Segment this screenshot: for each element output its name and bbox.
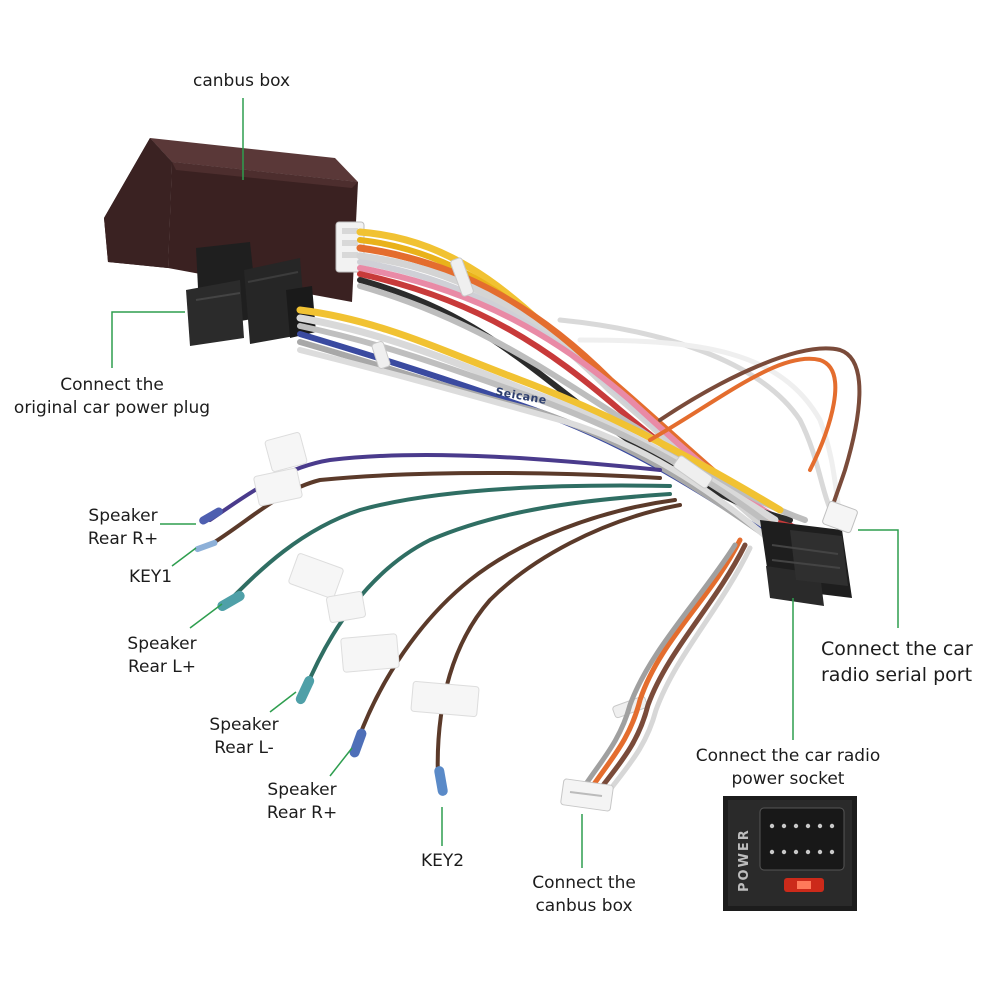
label-speaker-rear-l-plus: Speaker Rear L+ — [127, 634, 197, 677]
inset-power-label: POWER — [737, 828, 752, 892]
label-key2: KEY2 — [421, 851, 465, 871]
canbus-small-connector — [560, 778, 614, 812]
label-radio-serial-port: Connect the car radio serial port — [821, 638, 973, 686]
power-socket-inset: POWER — [723, 796, 857, 911]
label-canbus-box: canbus box — [193, 71, 291, 91]
radio-power-connector — [760, 520, 852, 606]
main-wire-bundle — [296, 228, 808, 548]
canbus-lower-bundle — [579, 537, 753, 798]
label-radio-power-socket: Connect the car radio power socket — [695, 746, 881, 789]
label-key1: KEY1 — [129, 567, 173, 587]
serial-port-connector — [822, 500, 858, 534]
wire-tags — [253, 432, 480, 718]
label-connect-canbus-box: Connect the canbus box — [532, 873, 636, 916]
original-power-plug — [186, 242, 316, 346]
loop-wires — [557, 317, 862, 523]
label-speaker-rear-l-minus: Speaker Rear L- — [209, 715, 279, 758]
label-original-power-plug: Connect the original car power plug — [13, 375, 211, 418]
label-speaker-rear-r-plus-1: Speaker Rear R+ — [87, 506, 159, 549]
leader-lines — [111, 98, 899, 868]
label-speaker-rear-r-plus-2: Speaker Rear R+ — [266, 780, 338, 823]
wire-tips — [194, 507, 448, 796]
